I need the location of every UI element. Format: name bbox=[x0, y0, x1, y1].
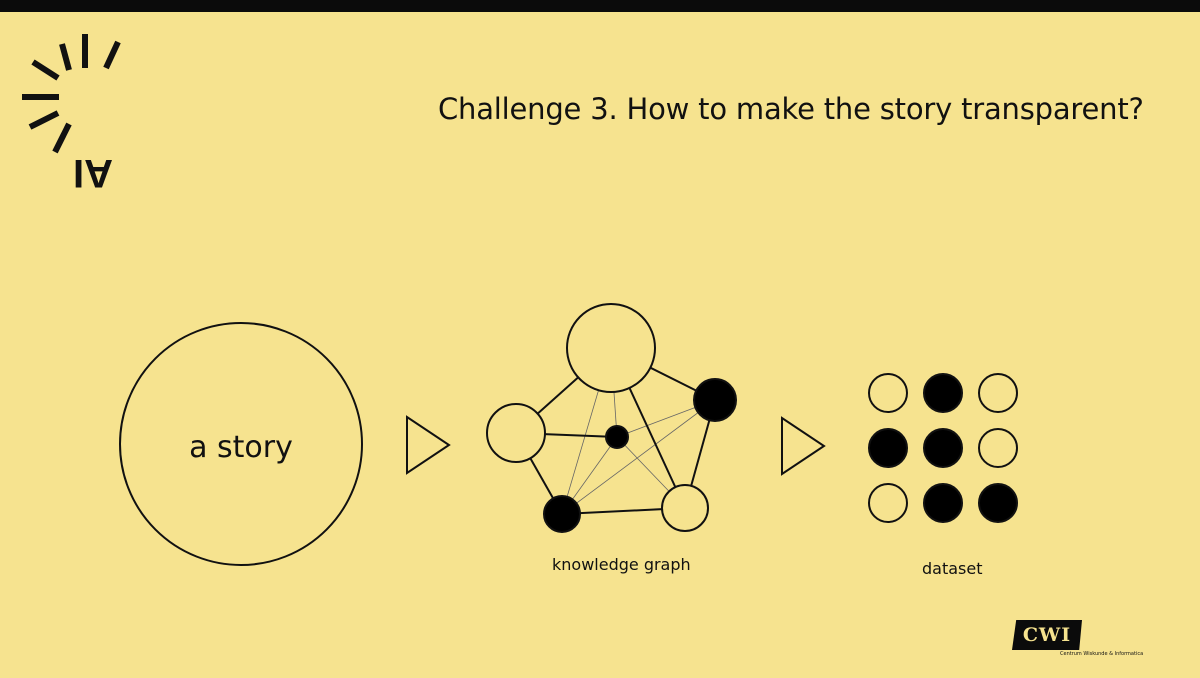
graph-node-bottom-right bbox=[661, 484, 709, 532]
cwi-logo-badge: CWI bbox=[1012, 620, 1082, 650]
graph-node-left bbox=[486, 403, 546, 463]
story-circle bbox=[119, 322, 363, 566]
dataset-cell-filled bbox=[923, 483, 963, 523]
ai-logo-lettering: AI bbox=[73, 151, 113, 195]
slide-title: Challenge 3. How to make the story trans… bbox=[438, 92, 1144, 126]
triangle-arrow-icon bbox=[406, 415, 451, 475]
ai-logo-text: AI bbox=[73, 151, 113, 195]
dataset-cell-filled bbox=[923, 428, 963, 468]
graph-node-center bbox=[605, 425, 629, 449]
slide: Challenge 3. How to make the story trans… bbox=[0, 12, 1200, 678]
ai-sunburst-logo-icon bbox=[22, 34, 121, 154]
dataset-cell-empty bbox=[978, 428, 1018, 468]
dataset-caption: dataset bbox=[922, 559, 983, 578]
graph-edge bbox=[561, 399, 716, 515]
graph-node-top-large bbox=[566, 303, 656, 393]
dataset-grid bbox=[868, 373, 1018, 523]
triangle-arrow-icon bbox=[781, 416, 826, 476]
dataset-cell-filled bbox=[923, 373, 963, 413]
dataset-cell-empty bbox=[868, 373, 908, 413]
dataset-cell-empty bbox=[978, 373, 1018, 413]
knowledge-graph-caption: knowledge graph bbox=[552, 555, 691, 574]
cwi-logo: CWI Centrum Wiskunde & Informatica bbox=[1012, 620, 1172, 670]
story-label: a story bbox=[189, 430, 293, 465]
dataset-cell-filled bbox=[868, 428, 908, 468]
diagram-canvas: AI bbox=[22, 34, 1018, 566]
dataset-cell-empty bbox=[868, 483, 908, 523]
graph-node-right bbox=[693, 378, 737, 422]
dataset-cell-filled bbox=[978, 483, 1018, 523]
graph-nodes bbox=[486, 303, 737, 533]
graph-node-bottom-left bbox=[543, 495, 581, 533]
cwi-logo-subtext: Centrum Wiskunde & Informatica bbox=[1060, 651, 1144, 657]
